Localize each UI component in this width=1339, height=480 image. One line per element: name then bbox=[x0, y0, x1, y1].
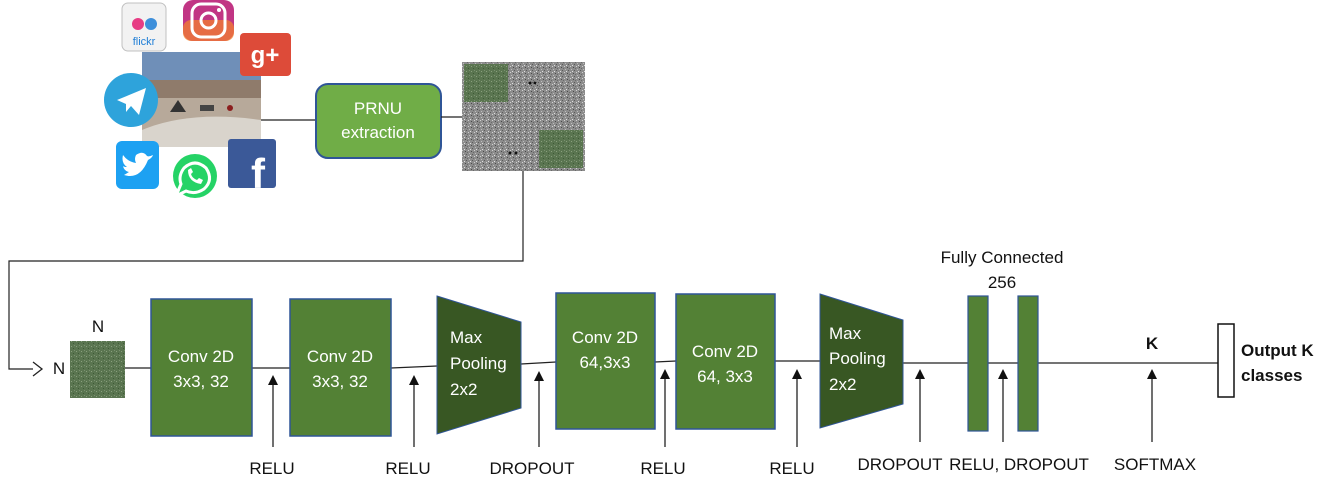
instagram-icon bbox=[183, 0, 234, 41]
pool1-line1: Max bbox=[450, 328, 483, 347]
pool2-line2: Pooling bbox=[829, 349, 886, 368]
source-photo-group: flickr g+ f bbox=[104, 0, 316, 201]
conv1-line2: 3x3, 32 bbox=[173, 372, 229, 391]
label-relu2: RELU bbox=[385, 459, 430, 478]
facebook-text: f bbox=[251, 150, 266, 197]
flickr-text: flickr bbox=[133, 36, 156, 48]
prnu-label-line1: PRNU bbox=[354, 99, 402, 118]
maxpool-layer-2: Max Pooling 2x2 bbox=[819, 293, 904, 429]
label-relu-dropout: RELU, DROPOUT bbox=[949, 455, 1089, 474]
pool2-line1: Max bbox=[829, 324, 862, 343]
facebook-icon: f bbox=[228, 139, 276, 197]
input-dim-top: N bbox=[92, 317, 104, 336]
label-relu1: RELU bbox=[249, 459, 294, 478]
telegram-icon bbox=[104, 73, 158, 127]
conv-layer-2: Conv 2D 3x3, 32 bbox=[289, 298, 392, 437]
output-layer bbox=[1217, 323, 1235, 398]
conv2-line2: 3x3, 32 bbox=[312, 372, 368, 391]
label-dropout2: DROPOUT bbox=[858, 455, 943, 474]
conv4-line1: Conv 2D bbox=[692, 342, 758, 361]
conv3-line1: Conv 2D bbox=[572, 328, 638, 347]
pool1-line3: 2x2 bbox=[450, 380, 477, 399]
connector-line bbox=[8, 171, 524, 370]
conv2-line1: Conv 2D bbox=[307, 347, 373, 366]
pool1-line2: Pooling bbox=[450, 354, 507, 373]
conv-layer-4: Conv 2D 64, 3x3 bbox=[675, 293, 776, 430]
conv3-line2: 64,3x3 bbox=[579, 353, 630, 372]
whatsapp-icon bbox=[170, 151, 220, 201]
label-relu4: RELU bbox=[769, 459, 814, 478]
label-relu3: RELU bbox=[640, 459, 685, 478]
google-plus-icon: g+ bbox=[240, 33, 291, 76]
input-dim-left: N bbox=[53, 359, 65, 378]
flickr-icon: flickr bbox=[121, 2, 167, 52]
prnu-label-line2: extraction bbox=[341, 123, 415, 142]
conv1-line1: Conv 2D bbox=[168, 347, 234, 366]
output-label-line2: classes bbox=[1241, 366, 1302, 385]
label-softmax: SOFTMAX bbox=[1114, 455, 1196, 474]
fc-layer-2 bbox=[1017, 295, 1039, 432]
conv4-line2: 64, 3x3 bbox=[697, 367, 753, 386]
prnu-extraction-box: PRNU extraction bbox=[315, 83, 442, 159]
k-label: K bbox=[1146, 334, 1159, 353]
output-label-line1: Output K bbox=[1241, 341, 1314, 360]
input-patch bbox=[70, 341, 125, 398]
pool2-line3: 2x2 bbox=[829, 375, 856, 394]
fc-layer-1 bbox=[967, 295, 989, 432]
label-dropout1: DROPOUT bbox=[490, 459, 575, 478]
conv-layer-1: Conv 2D 3x3, 32 bbox=[150, 298, 253, 437]
conv-layer-3: Conv 2D 64,3x3 bbox=[555, 292, 656, 430]
prnu-noise-image bbox=[462, 62, 585, 171]
fc-label-line2: 256 bbox=[988, 273, 1016, 292]
twitter-icon bbox=[116, 141, 159, 189]
maxpool-layer-1: Max Pooling 2x2 bbox=[436, 295, 522, 435]
fc-label-line1: Fully Connected bbox=[941, 248, 1064, 267]
annotation-arrows bbox=[268, 369, 1157, 447]
gplus-text: g+ bbox=[251, 42, 280, 69]
